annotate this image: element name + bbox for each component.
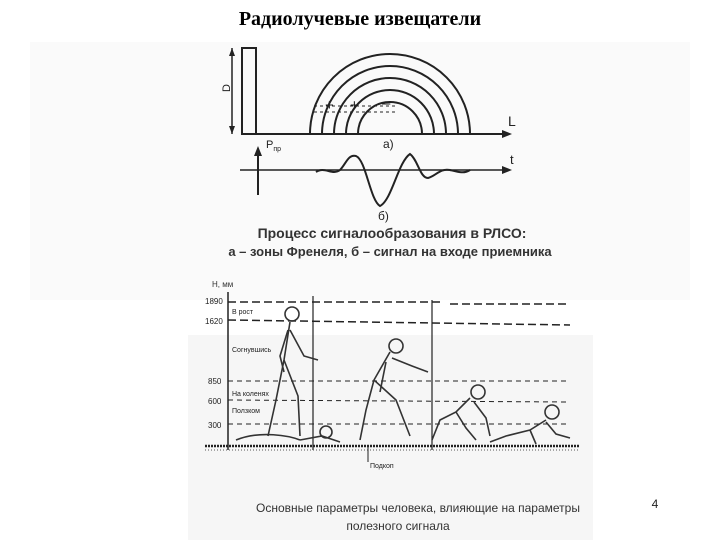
label-b: б): [378, 209, 389, 223]
time-axis-label: t: [510, 152, 514, 167]
height-tick-1620: 1620: [205, 317, 223, 326]
height-tick-600: 600: [208, 397, 222, 406]
crouching-person-figure: [359, 338, 429, 441]
scan-background-top: [30, 42, 690, 300]
posture-label-tunnel: Подкоп: [370, 463, 394, 470]
crawling-person-figure: [489, 404, 571, 445]
page-number: 4: [651, 497, 659, 511]
label-a: а): [383, 137, 394, 151]
signal-amplitude-label: Pпр: [266, 139, 281, 153]
height-tick-300: 300: [208, 421, 222, 430]
sign-plus-1: +: [325, 97, 334, 114]
height-tick-1890: 1890: [205, 297, 223, 306]
distance-axis-label: L: [508, 113, 516, 129]
posture-label-kneeling: На коленях: [232, 391, 269, 398]
slide-title: Радиолучевые извещатели: [238, 8, 482, 30]
height-axis-title: Н, мм: [212, 280, 233, 289]
top-caption-line1: Процесс сигналообразования в РЛСО:: [258, 225, 527, 241]
bottom-caption-line2: полезного сигнала: [346, 519, 450, 533]
standing-person-figure: [267, 306, 319, 437]
transmitter-antenna: [241, 47, 257, 135]
posture-label-crouching: Согнувшись: [232, 347, 272, 354]
top-caption-line2: а – зоны Френеля, б – сигнал на входе пр…: [228, 244, 552, 259]
posture-label-standing: В рост: [232, 309, 254, 316]
sign-minus: –: [382, 95, 391, 112]
prone-person-figures: [235, 425, 341, 443]
kneeling-person-figure: [431, 384, 491, 441]
dimension-d-label: D: [221, 84, 233, 92]
posture-label-crawling: Ползком: [232, 408, 260, 415]
height-reference-lines: [227, 301, 571, 425]
bottom-caption-line1: Основные параметры человека, влияющие на…: [256, 501, 580, 515]
receiver-signal-waveform: [315, 152, 471, 208]
sign-plus-2: +: [350, 97, 359, 114]
scan-background-bottom: [188, 335, 593, 540]
height-tick-850: 850: [208, 377, 222, 386]
fresnel-arcs: [309, 53, 471, 135]
